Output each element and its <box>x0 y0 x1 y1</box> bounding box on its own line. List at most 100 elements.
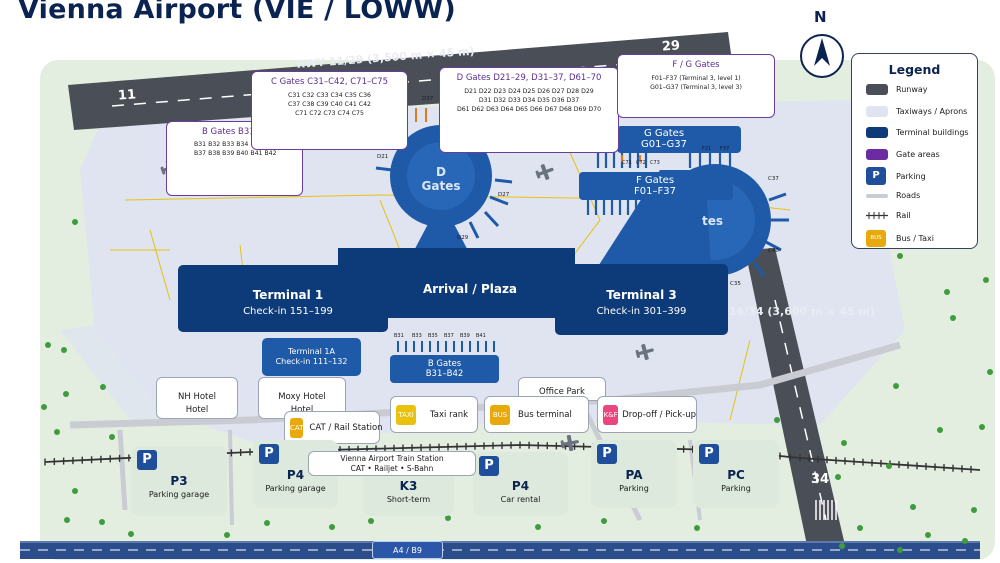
tree <box>897 253 903 259</box>
tree <box>694 525 700 531</box>
tree <box>41 404 47 410</box>
tree <box>910 504 916 510</box>
apron-swatch-icon <box>866 106 888 117</box>
tree <box>535 524 541 530</box>
tree <box>835 474 841 480</box>
parking-p4-car-rental[interactable]: P P4 Car rental <box>473 452 568 516</box>
tree <box>979 424 985 430</box>
b-gates-range: B31–B42 <box>425 369 464 379</box>
tree <box>886 463 892 469</box>
terminal-swatch-icon <box>866 127 888 138</box>
d-pier-sub: Gates <box>421 179 461 193</box>
g-gates-name: G Gates <box>643 128 685 139</box>
tree <box>983 277 989 283</box>
compass-north-label: N <box>814 8 827 26</box>
g-ring-sub: tes <box>702 214 724 228</box>
parking-sub: Parking <box>619 484 649 493</box>
legend-item-parking: P Parking <box>866 167 926 185</box>
legend-item-roads: Roads <box>866 191 920 200</box>
cat-rail-station[interactable]: CAT CAT / Rail Station <box>284 411 383 444</box>
fg-gate-stubs <box>586 152 732 215</box>
tree <box>937 427 943 433</box>
parking-icon: P <box>479 456 499 476</box>
parking-sub: Parking <box>721 484 751 493</box>
bus-terminal-label: Bus terminal <box>518 409 572 420</box>
parking-sub: Short-term <box>386 495 431 504</box>
tree <box>100 384 106 390</box>
gate-label: C40 <box>768 248 779 254</box>
b-gates-callout-title: B Gates B31 <box>202 127 255 137</box>
taxi-rank[interactable]: TAXI Taxi rank <box>390 396 478 433</box>
parking-pa[interactable]: P PA Parking <box>591 440 677 508</box>
legend-label: Parking <box>896 171 926 181</box>
tree <box>893 383 899 389</box>
gate-label: D21 <box>377 154 389 160</box>
taxi-tag-icon: TAXI <box>396 404 416 425</box>
parking-icon: P <box>137 450 157 470</box>
tree <box>971 507 977 513</box>
gate-label: C72 <box>636 160 646 166</box>
nh-hotel-type: Hotel <box>185 405 209 415</box>
tree <box>99 519 105 525</box>
parking-code: PA <box>625 468 643 482</box>
b-gate-stubs <box>397 341 495 352</box>
legend-label: Gate areas <box>896 150 940 159</box>
parking-sub: Parking garage <box>148 490 210 499</box>
nh-hotel-name: NH Hotel <box>178 392 216 402</box>
gate-markers <box>415 108 641 162</box>
callout-line: C31 C32 C33 C34 C35 C36 <box>288 92 371 99</box>
tree <box>987 369 993 375</box>
legend-label: Rail <box>896 211 911 220</box>
gate-label: C71 <box>622 160 632 166</box>
parking-swatch-icon: P <box>866 167 886 185</box>
gate-label: F21 <box>702 146 712 152</box>
tree <box>64 517 70 523</box>
d-gates-callout: D Gates D21–29, D31–37, D61–70 D21 D22 D… <box>439 67 619 153</box>
callout-line: D31 D32 D33 D34 D35 D36 D37 <box>478 97 580 104</box>
callout-line: B37 B38 B39 B40 B41 B42 <box>194 150 277 157</box>
tree <box>63 391 69 397</box>
train-station-services: CAT • Railjet • S-Bahn <box>350 463 434 473</box>
train-station[interactable]: Vienna Airport Train Station CAT • Railj… <box>308 451 476 476</box>
kiss-and-fly[interactable]: K&F Drop-off / Pick-up <box>597 396 697 433</box>
gate-label: B35 <box>428 333 438 339</box>
runway-16-34 <box>745 248 845 550</box>
bus-taxi-swatch-icon: BUS <box>866 230 886 247</box>
b-gates-name: B Gates <box>427 359 462 369</box>
tree <box>841 440 847 446</box>
c-gates-callout-title: C Gates C31–C42, C71–C75 <box>270 77 389 87</box>
bus-terminal[interactable]: BUS Bus terminal <box>484 396 589 433</box>
tree <box>72 219 78 225</box>
callout-line: B31 B32 B33 B34 <box>194 141 249 148</box>
legend-item-rail: Rail <box>866 211 911 220</box>
nh-hotel[interactable]: NH Hotel Hotel <box>156 377 238 419</box>
tree <box>368 518 374 524</box>
tree <box>925 532 931 538</box>
gate-swatch-icon <box>866 149 888 160</box>
terminal-complex <box>178 248 728 335</box>
fg-gates-callout: F / G Gates F01–F37 (Terminal 3, level 1… <box>617 54 775 118</box>
highway-a4 <box>20 541 980 559</box>
page-title: Vienna Airport (VIE / LOWW) <box>18 0 456 25</box>
tree <box>72 488 78 494</box>
d-gates-callout-title: D Gates D21–29, D31–37, D61–70 <box>456 73 602 83</box>
parking-code: PC <box>727 468 745 482</box>
legend: Legend Runway Taxiways / Aprons Terminal… <box>851 53 978 249</box>
parking-sub: Car rental <box>500 495 541 504</box>
terminal-1-name: Terminal 1 <box>252 288 324 302</box>
parking-p3[interactable]: P P3 Parking garage <box>131 446 227 516</box>
terminal-1-checkin: Check-in 151–199 <box>243 306 333 317</box>
parking-pc[interactable]: P PC Parking <box>693 440 779 508</box>
terminal-3-checkin: Check-in 301–399 <box>596 306 687 317</box>
callout-line: C71 C72 C73 C74 C75 <box>295 110 364 117</box>
callout-line: D21 D22 D23 D24 D25 D26 D27 D28 D29 <box>464 88 594 95</box>
tree <box>445 515 451 521</box>
tree <box>109 434 115 440</box>
legend-label: Terminal buildings <box>896 128 969 137</box>
tree <box>224 532 230 538</box>
legend-label: Bus / Taxi <box>896 234 934 243</box>
parking-code: K3 <box>399 479 418 493</box>
arrival-plaza-label: Arrival / Plaza <box>422 282 518 296</box>
kiss-and-fly-label: Drop-off / Pick-up <box>622 409 696 420</box>
runway-end-29: 29 <box>661 38 681 55</box>
